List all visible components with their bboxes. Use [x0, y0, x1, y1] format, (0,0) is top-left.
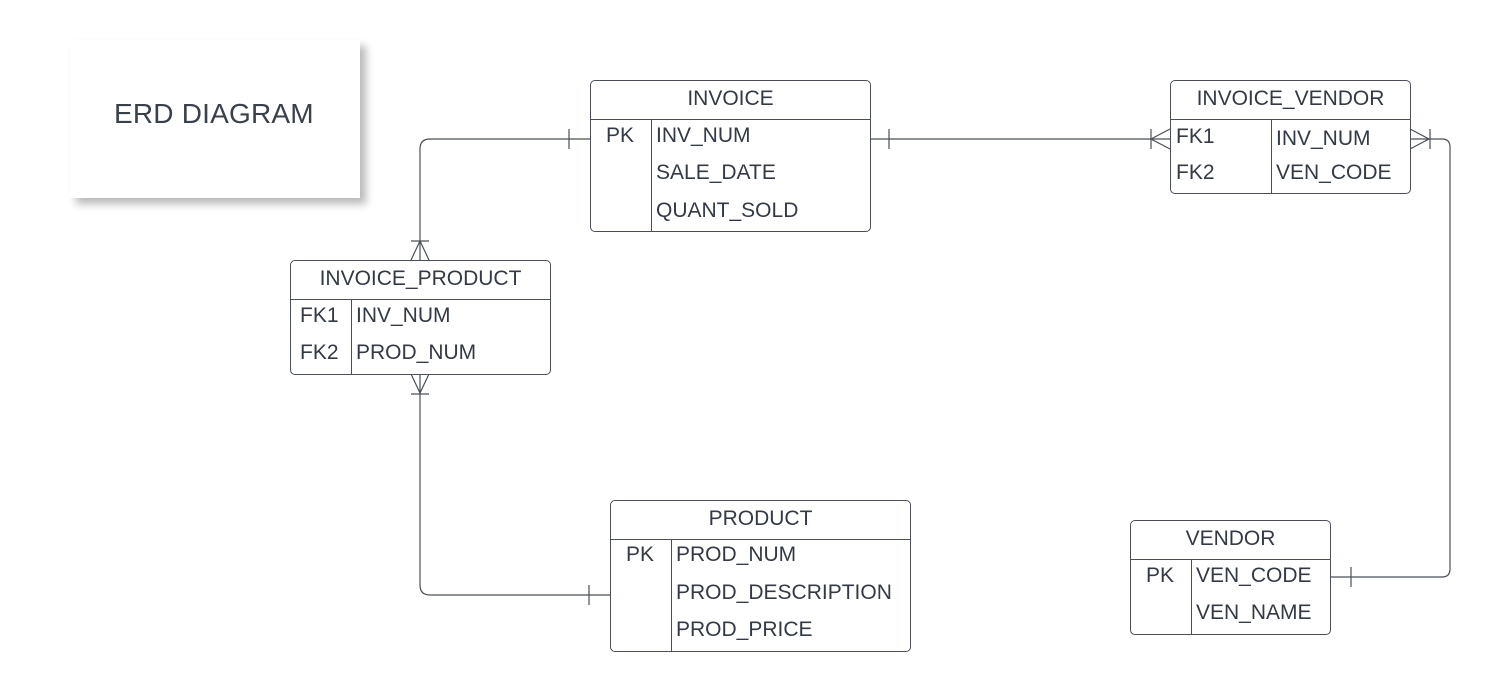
- key-label: FK2: [300, 341, 339, 364]
- entity-invoice-name: INVOICE: [591, 81, 870, 120]
- field-inv-num: INV_NUM: [356, 304, 451, 327]
- many-marker-invoice-product-top: [410, 239, 430, 261]
- key-column: [291, 300, 352, 374]
- link-invoice-invoice-product: [419, 138, 590, 260]
- key-label: FK2: [1176, 161, 1215, 184]
- key-label: PK: [626, 543, 655, 566]
- field-prod-num: PROD_NUM: [676, 543, 797, 566]
- field-ven-name: VEN_NAME: [1196, 601, 1312, 624]
- many-marker-invoice-vendor-left: [1149, 128, 1171, 150]
- entity-invoice-product[interactable]: INVOICE_PRODUCT FK1 INV_NUM FK2 PROD_NUM: [290, 260, 551, 375]
- key-label: FK1: [1176, 125, 1215, 148]
- key-label: PK: [606, 124, 635, 147]
- entity-invoice-product-name: INVOICE_PRODUCT: [291, 261, 550, 300]
- field-quant-sold: QUANT_SOLD: [656, 199, 799, 222]
- key-column: [1171, 120, 1272, 193]
- link-vendor-invoice-vendor: [1330, 138, 1451, 578]
- title-note: ERD DIAGRAM: [70, 40, 360, 198]
- field-inv-num: INV_NUM: [1276, 127, 1371, 150]
- field-prod-description: PROD_DESCRIPTION: [676, 581, 892, 604]
- field-ven-code: VEN_CODE: [1196, 564, 1312, 587]
- key-column: [611, 540, 672, 651]
- key-column: [1131, 560, 1192, 634]
- field-prod-price: PROD_PRICE: [676, 618, 813, 641]
- key-label: PK: [1146, 564, 1175, 587]
- field-ven-code: VEN_CODE: [1276, 161, 1392, 184]
- entity-product[interactable]: PRODUCT PK PROD_NUM PROD_DESCRIPTION PRO…: [610, 500, 911, 652]
- link-product-invoice-product: [419, 374, 610, 596]
- entity-vendor[interactable]: VENDOR PK VEN_CODE VEN_NAME: [1130, 520, 1331, 635]
- entity-vendor-name: VENDOR: [1131, 521, 1330, 560]
- entity-invoice-vendor[interactable]: INVOICE_VENDOR FK1 INV_NUM FK2 VEN_CODE: [1170, 80, 1411, 194]
- key-label: FK1: [300, 304, 339, 327]
- many-marker-invoice-product-bottom: [410, 373, 430, 395]
- entity-invoice[interactable]: INVOICE PK INV_NUM SALE_DATE QUANT_SOLD: [590, 80, 871, 232]
- field-sale-date: SALE_DATE: [656, 161, 776, 184]
- entity-product-name: PRODUCT: [611, 501, 910, 540]
- field-inv-num: INV_NUM: [656, 124, 751, 147]
- entity-invoice-vendor-name: INVOICE_VENDOR: [1171, 81, 1410, 120]
- diagram-title: ERD DIAGRAM: [114, 98, 314, 129]
- field-prod-num: PROD_NUM: [356, 341, 477, 364]
- many-marker-invoice-vendor-right: [1409, 128, 1431, 150]
- key-column: [591, 120, 652, 231]
